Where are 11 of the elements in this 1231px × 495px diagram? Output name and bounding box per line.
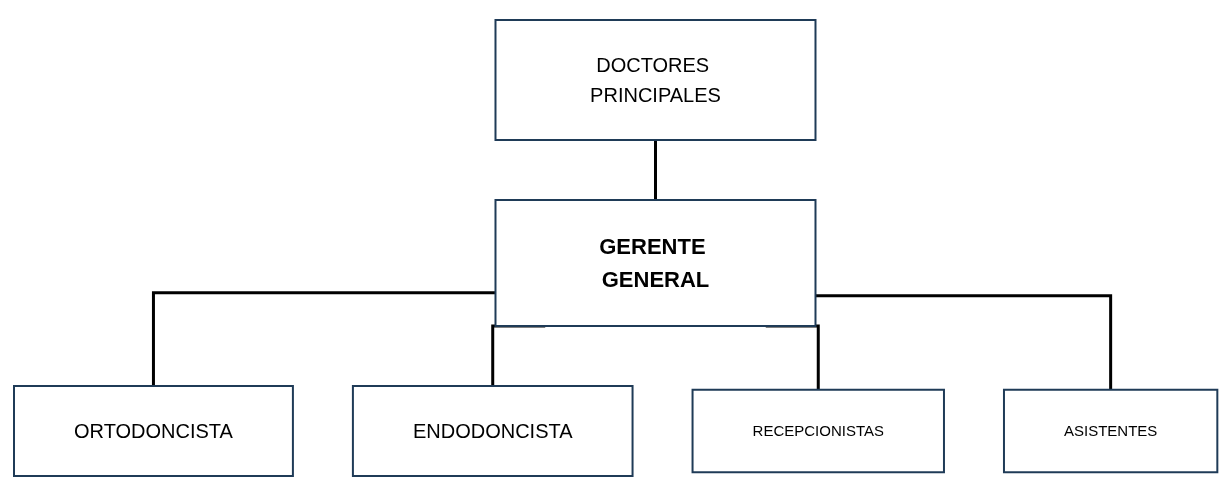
connector (491, 324, 546, 386)
node-box: ORTODONCISTA (12, 384, 294, 477)
node-box: GERENTE GENERAL (494, 198, 817, 327)
connector (653, 138, 657, 200)
node-box: ASISTENTES (1002, 388, 1219, 473)
node-box: DOCTORES PRINCIPALES (494, 18, 817, 141)
node-box: ENDODONCISTA (351, 384, 634, 477)
connector (815, 293, 1112, 390)
connector (151, 290, 496, 386)
node-box: RECEPCIONISTAS (691, 388, 945, 473)
connector (765, 324, 820, 390)
